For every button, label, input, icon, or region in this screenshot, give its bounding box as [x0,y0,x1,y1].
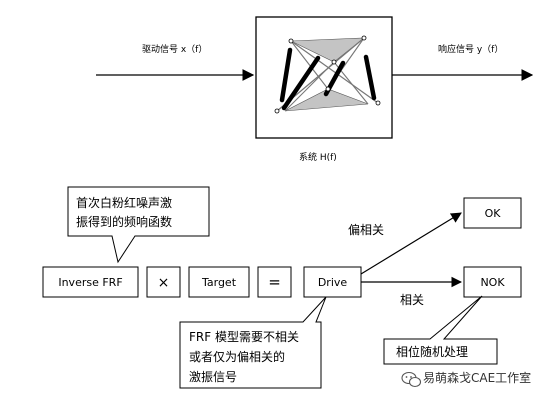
watermark-text: 易萌森戈CAE工作室 [423,370,531,385]
truss-structure-illustration [274,35,381,114]
inverse-frf-label: Inverse FRF [58,276,122,289]
inverse-frf-box [42,266,139,298]
callout-random-phase-text: 相位随机处理 [396,344,468,359]
wechat-icon [401,371,422,388]
target-box [188,266,250,298]
drive-label: Drive [318,276,348,289]
corr-label: 相关 [400,293,424,307]
callout-frf-first-noise: 首次白粉红噪声激 振得到的频响函数 [67,186,210,264]
callout-frf-model-line-2: 或者仅为偏相关的 [189,349,285,364]
callout-frf-model-line-1: FRF 模型需要不相关 [189,330,299,344]
equals-symbol: = [268,273,281,291]
equals-box [257,266,292,298]
drive-box [303,266,362,298]
times-box [146,266,181,298]
nok-label: NOK [480,276,505,289]
partial-corr-arrow [360,212,462,275]
target-label: Target [201,276,237,289]
callout-frf-first-noise-line-2: 振得到的频响函数 [76,214,172,229]
ok-label: OK [485,207,502,220]
times-symbol: × [158,275,170,291]
partial-corr-label: 偏相关 [348,222,384,237]
callout-frf-model-line-3: 激振信号 [189,370,237,384]
ok-box [463,197,522,229]
watermark: 易萌森戈CAE工作室 [401,370,531,388]
input-signal-label: 驱动信号 x（f） [142,43,207,55]
callout-frf-first-noise-line-1: 首次白粉红噪声激 [76,195,172,210]
system-label: 系统 H(f) [299,151,337,163]
output-signal-label: 响应信号 y（f） [438,43,503,55]
callout-frf-model: FRF 模型需要不相关 或者仅为偏相关的 激振信号 [179,296,327,389]
callout-random-phase: 相位随机处理 [383,295,498,365]
nok-box [463,266,522,298]
